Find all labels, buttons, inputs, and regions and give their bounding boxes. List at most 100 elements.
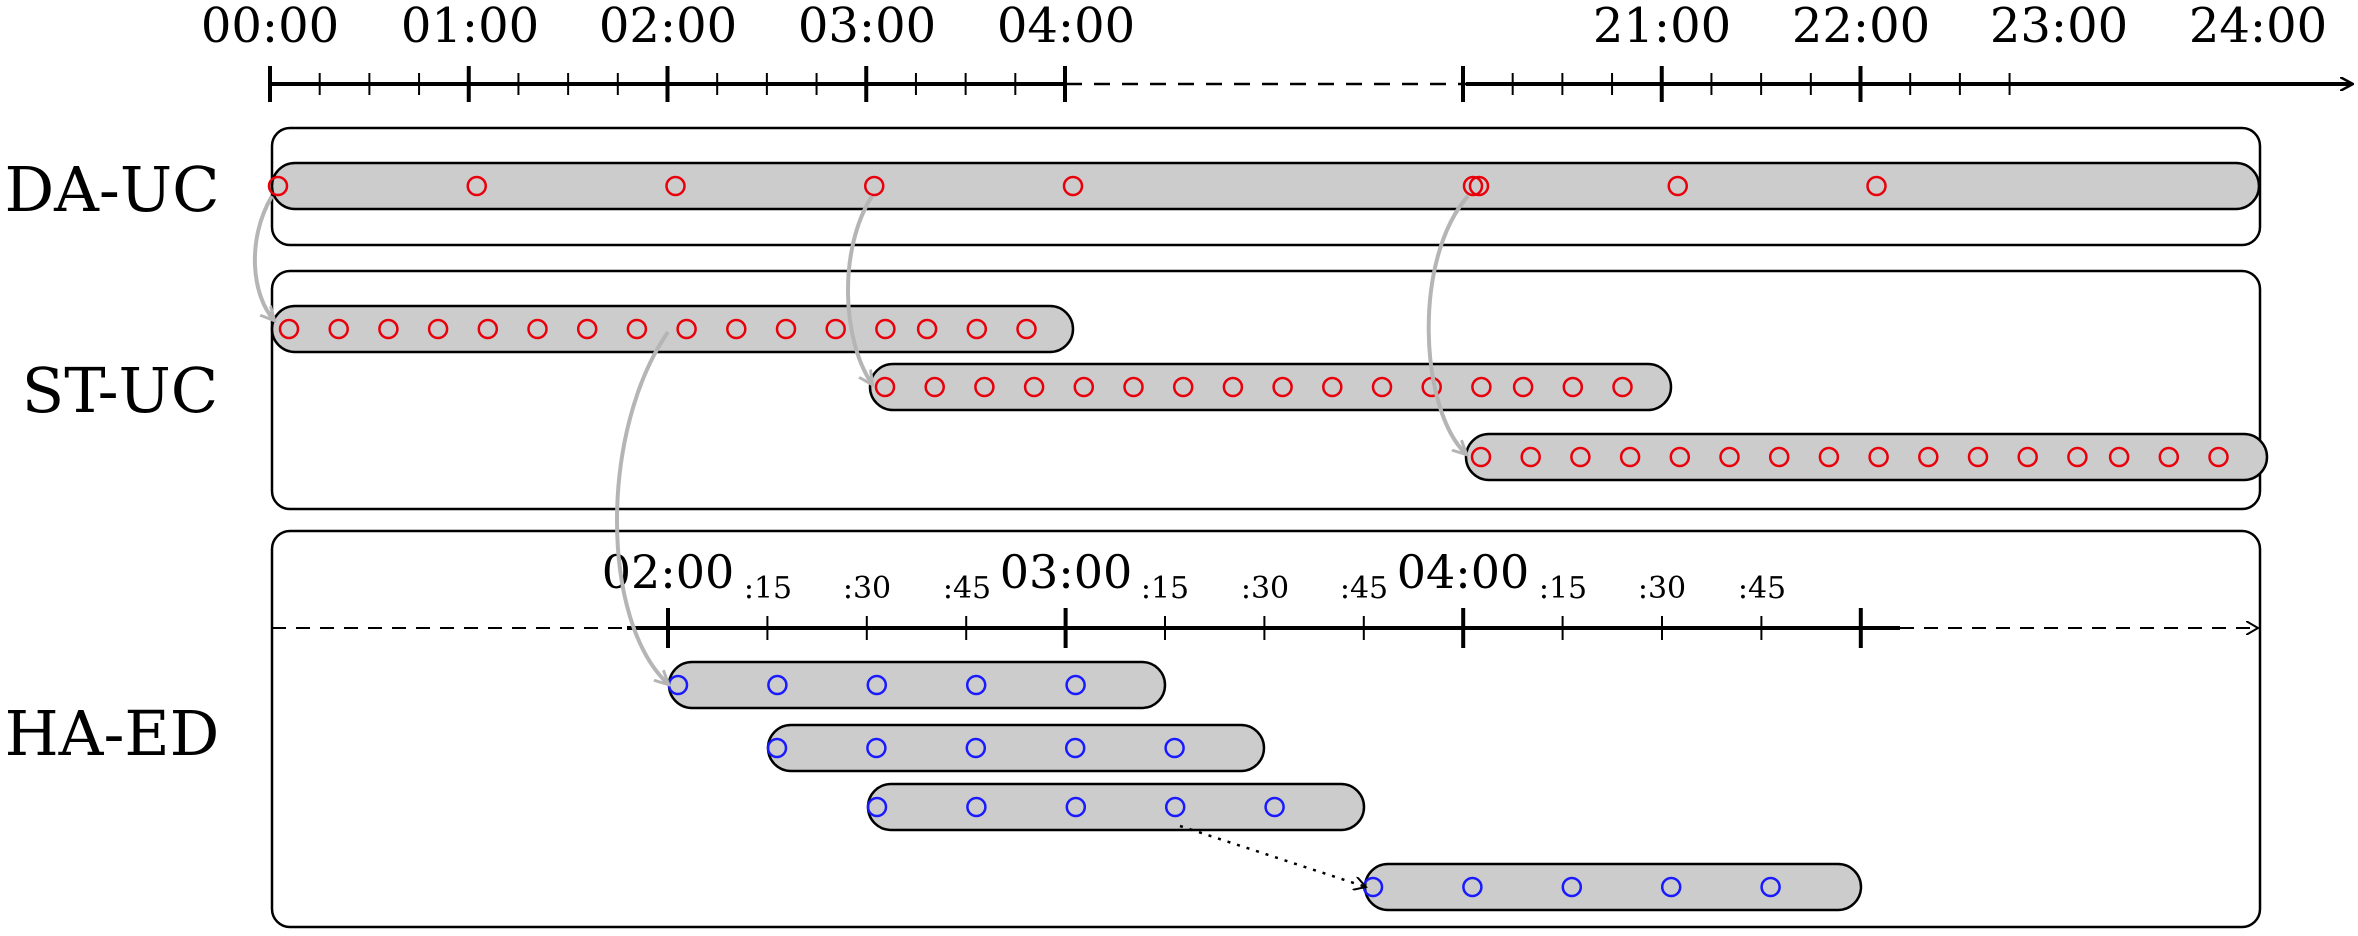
circle-outline-icon	[1264, 796, 1285, 818]
circle-outline-icon	[767, 674, 788, 696]
da-uc-dots	[267, 175, 1887, 197]
circle-outline-icon	[1470, 446, 1492, 468]
circle-outline-icon	[775, 318, 797, 340]
circle-outline-icon	[966, 318, 988, 340]
circle-outline-icon	[466, 175, 487, 197]
ha-hour-label-03: 03:00	[1000, 545, 1133, 599]
curved-arrow-icon	[615, 330, 668, 684]
tick-label-01: 01:00	[401, 0, 539, 54]
circle-outline-icon	[2158, 446, 2180, 468]
circle-outline-icon	[1818, 446, 1840, 468]
circle-outline-icon	[966, 796, 987, 818]
st-uc-bar-1	[270, 304, 1075, 354]
ha-quarter-label: :30	[1241, 571, 1289, 606]
circle-outline-icon	[1462, 175, 1484, 197]
ha-hour-label-04: 04:00	[1397, 545, 1530, 599]
tick-label-03: 03:00	[798, 0, 936, 54]
circle-outline-icon	[965, 737, 987, 759]
circle-outline-icon	[1570, 446, 1591, 468]
circle-outline-icon	[1562, 376, 1584, 398]
circle-outline-icon	[1768, 446, 1790, 468]
circle-outline-icon	[1064, 737, 1086, 759]
circle-outline-icon	[278, 318, 300, 340]
panel-ha-ed	[270, 529, 2262, 929]
circle-outline-icon	[1172, 376, 1194, 398]
circle-outline-icon	[1669, 446, 1691, 468]
circle-outline-icon	[1123, 376, 1144, 398]
circle-outline-icon	[874, 376, 896, 398]
circle-outline-icon	[1468, 175, 1490, 197]
circle-outline-icon	[527, 318, 548, 340]
ha-ed-axis: 02:00 03:00 04:00 :15 :30 :45 :15 :30 :4…	[272, 545, 2258, 648]
top-timeline-axis: 00:00 01:00 02:00 03:00 04:00 21:00 22:0…	[201, 0, 2352, 102]
circle-outline-icon	[866, 737, 887, 759]
tick-label-02: 02:00	[599, 0, 737, 54]
circle-outline-icon	[726, 318, 747, 340]
circle-outline-icon	[2208, 446, 2229, 468]
circle-outline-icon	[1918, 446, 1939, 468]
circle-outline-icon	[2108, 446, 2130, 468]
dotted-arrow-icon	[1179, 824, 1366, 887]
tick-label-23: 23:00	[1990, 0, 2128, 54]
circle-outline-icon	[1719, 446, 1740, 468]
ha-ed-bar-3	[866, 782, 1366, 832]
circle-outline-icon	[1371, 376, 1393, 398]
st-uc-dots	[278, 318, 2229, 468]
circle-outline-icon	[1065, 674, 1086, 696]
circle-outline-icon	[1222, 376, 1244, 398]
ha-quarter-label: :30	[843, 571, 891, 606]
gate-arrows	[253, 194, 1470, 887]
axis-ticks	[268, 66, 2011, 102]
curved-arrow-icon	[253, 194, 274, 320]
circle-outline-icon	[1023, 376, 1045, 398]
da-uc-bar	[270, 161, 2261, 211]
tick-label-00: 00:00	[201, 0, 339, 54]
row-label-ha-ed: HA-ED	[5, 697, 220, 770]
circle-outline-icon	[1561, 876, 1583, 898]
circle-outline-icon	[965, 674, 987, 696]
circle-outline-icon	[2067, 446, 2088, 468]
circle-outline-icon	[924, 376, 945, 398]
circle-outline-icon	[974, 376, 995, 398]
circle-outline-icon	[676, 318, 697, 340]
tick-label-04: 04:00	[997, 0, 1135, 54]
st-uc-auctions	[270, 304, 2269, 482]
circle-outline-icon	[1471, 376, 1492, 398]
circle-outline-icon	[1272, 376, 1293, 398]
circle-outline-icon	[267, 175, 289, 197]
circle-outline-icon	[1462, 876, 1483, 898]
ha-quarter-label: :45	[1738, 571, 1786, 606]
tick-label-24: 24:00	[2189, 0, 2327, 54]
da-uc-auction	[267, 161, 2261, 211]
circle-outline-icon	[1868, 446, 1889, 468]
ha-ed-bar-2	[766, 723, 1266, 773]
circle-outline-icon	[1164, 737, 1185, 759]
circle-outline-icon	[864, 175, 885, 197]
ha-ed-axis-ticks	[666, 608, 1863, 648]
circle-outline-icon	[626, 318, 648, 340]
circle-outline-icon	[1667, 175, 1688, 197]
circle-outline-icon	[427, 318, 449, 340]
circle-outline-icon	[1512, 376, 1534, 398]
panel-st-uc	[270, 269, 2262, 511]
ha-ed-dots	[667, 674, 1781, 898]
circle-outline-icon	[866, 796, 888, 818]
circle-outline-icon	[1073, 376, 1095, 398]
ha-quarter-label: :45	[1340, 571, 1388, 606]
circle-outline-icon	[1062, 175, 1084, 197]
circle-outline-icon	[576, 318, 598, 340]
ha-quarter-label: :45	[943, 571, 991, 606]
circle-outline-icon	[1619, 446, 1641, 468]
circle-outline-icon	[875, 318, 896, 340]
st-uc-bar-2	[868, 362, 1673, 412]
ha-quarter-label: :15	[1539, 571, 1587, 606]
circle-outline-icon	[1866, 175, 1887, 197]
circle-outline-icon	[1322, 376, 1343, 398]
circle-outline-icon	[1760, 876, 1781, 898]
circle-outline-icon	[2017, 446, 2038, 468]
ha-quarter-label: :15	[744, 571, 792, 606]
row-label-da-uc: DA-UC	[4, 153, 219, 226]
circle-outline-icon	[1612, 376, 1633, 398]
circle-outline-icon	[1967, 446, 1989, 468]
circle-outline-icon	[1164, 796, 1186, 818]
